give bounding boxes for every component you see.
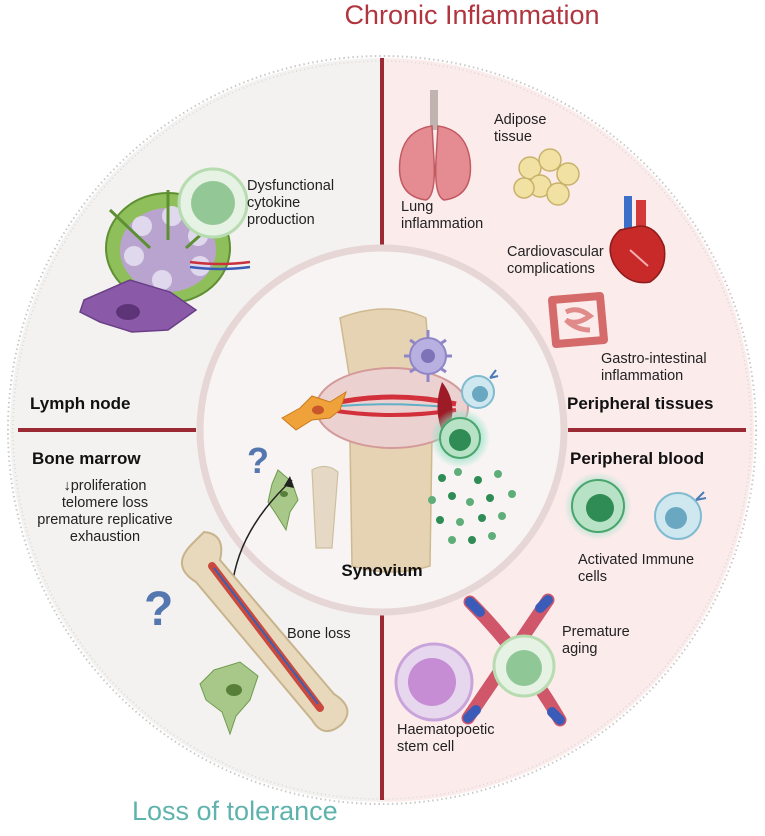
blue-immune-cell-icon	[654, 491, 707, 540]
adipose-tissue-icon	[513, 148, 580, 206]
label-activated-immune-cells: Activated Immune cells	[578, 552, 695, 585]
label-dysfunctional-cytokine: Dysfunctional cytokine production	[247, 178, 335, 228]
premature-aging-cell-icon	[492, 634, 556, 698]
lung-icon	[398, 90, 472, 201]
label-premature-aging: Premature aging	[562, 624, 630, 657]
heading-lymph-node: Lymph node	[30, 394, 131, 413]
question-mark-synovium: ?	[247, 440, 269, 481]
heading-peripheral-tissues: Peripheral tissues	[567, 394, 714, 413]
title-loss-of-tolerance: Loss of tolerance	[132, 796, 338, 826]
label-haematopoetic-stem-cell: Haematopoetic stem cell	[397, 722, 495, 755]
label-gastro-intestinal: Gastro-intestinal inflammation	[601, 351, 707, 384]
heading-bone-marrow: Bone marrow	[32, 449, 141, 468]
question-mark-bone-marrow: ?	[144, 583, 174, 636]
label-cardiovascular: Cardiovascular complications	[507, 244, 604, 277]
label-premature-replicative: premature replicative	[37, 512, 173, 528]
stem-cell-icon	[394, 642, 474, 722]
bone-marrow-fibroblast-icon	[199, 661, 259, 736]
activated-immune-cell-icon	[564, 472, 632, 540]
t-cell	[461, 369, 499, 409]
label-lung-inflammation: Lung inflammation	[401, 199, 484, 232]
outer-ring	[7, 55, 757, 805]
label-bone-loss: Bone loss	[287, 626, 351, 642]
cytokine-dots	[428, 468, 516, 544]
macrophage-cell	[404, 330, 452, 382]
heart-icon	[609, 196, 666, 284]
purple-dendritic-cell	[79, 279, 198, 333]
heading-peripheral-blood: Peripheral blood	[570, 449, 705, 468]
bone-icon	[181, 530, 349, 732]
activated-cell-glow	[430, 408, 490, 468]
title-chronic-inflammation: Chronic Inflammation	[344, 0, 600, 30]
label-synovium: Synovium	[341, 561, 423, 580]
intestine-icon	[548, 292, 608, 348]
label-telomere-loss: telomere loss	[61, 495, 149, 511]
label-adipose-tissue: Adipose tissue	[494, 112, 547, 145]
label-exhaustion: exhaustion	[69, 529, 141, 545]
label-proliferation: ↓proliferation	[63, 478, 147, 494]
lymphocyte-cell	[177, 167, 249, 239]
outer-ring-inner	[12, 60, 752, 800]
